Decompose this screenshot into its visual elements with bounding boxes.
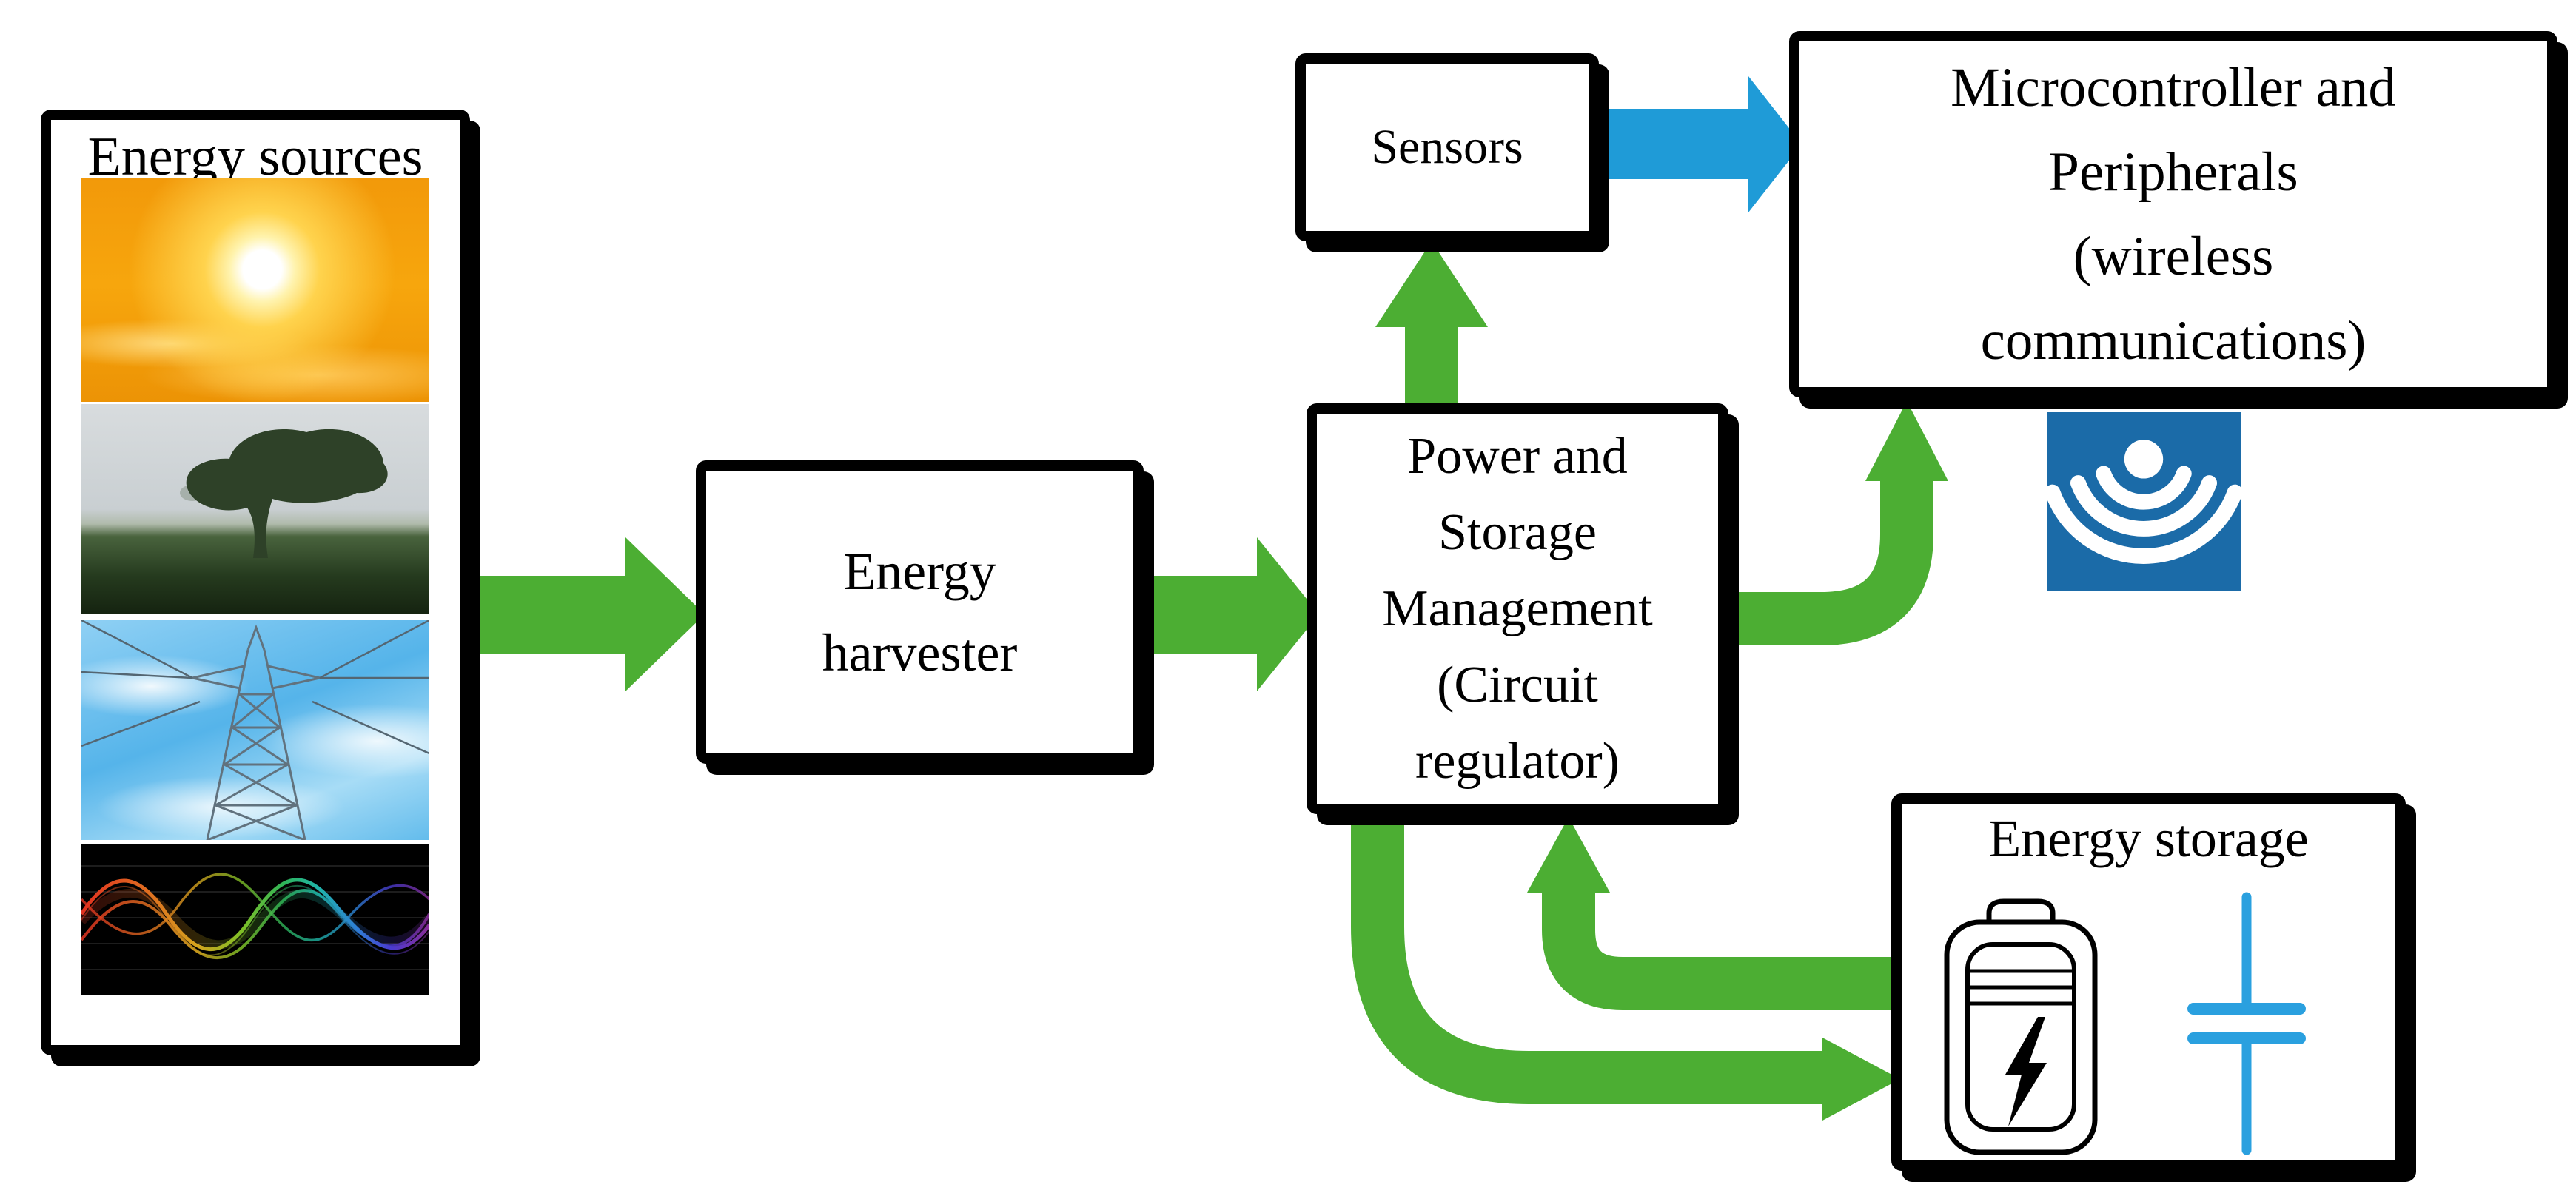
sensors-label: Sensors — [1371, 120, 1523, 174]
arrow-storage-to-power — [1527, 817, 1897, 1010]
capacitor-symbol-icon — [2187, 892, 2306, 1155]
energy-sources-box: Energy sources — [41, 110, 470, 1055]
pylon-lattice — [81, 620, 429, 840]
power-management-line4: (Circuit — [1437, 656, 1598, 713]
microcontroller-line3: (wireless — [2073, 225, 2274, 287]
wind-blown-tree-photo — [81, 404, 429, 614]
power-management-line5: regulator) — [1415, 733, 1620, 790]
arrow-power-to-storage — [1351, 813, 1900, 1121]
arrow-sensors-to-microcontroller — [1600, 76, 1802, 212]
wifi-signal-icon — [2047, 412, 2241, 591]
microcontroller-line2: Peripherals — [2048, 141, 2298, 203]
battery-charge-icon — [1944, 898, 2098, 1155]
power-storage-management-box: Power and Storage Management (Circuit re… — [1307, 403, 1728, 814]
arrow-sources-to-harvester — [472, 537, 705, 691]
wave-curves — [81, 873, 429, 959]
power-management-line2: Storage — [1438, 504, 1597, 561]
wave-gridlines — [81, 865, 429, 970]
energy-storage-box: Energy storage — [1891, 793, 2406, 1171]
wind-tree-silhouette — [186, 429, 388, 558]
power-management-line1: Power and — [1407, 428, 1628, 485]
energy-harvester-box: Energy harvester — [696, 460, 1144, 764]
solar-sun-photo — [81, 178, 429, 402]
arrow-power-to-microcontroller — [1728, 401, 1948, 645]
sensors-box: Sensors — [1295, 53, 1599, 241]
energy-sources-title: Energy sources — [87, 127, 423, 187]
energy-harvester-label-line2: harvester — [822, 623, 1018, 682]
microcontroller-box: Microcontroller and Peripherals (wireles… — [1789, 31, 2557, 397]
power-line-pylon-photo — [81, 620, 429, 840]
lightning-bolt-icon — [2005, 1017, 2047, 1126]
power-management-line3: Management — [1382, 580, 1653, 637]
energy-harvester-label-line1: Energy — [843, 542, 996, 601]
microcontroller-line1: Microcontroller and — [1951, 56, 2396, 118]
power-wires — [81, 620, 429, 755]
arrow-power-to-sensors — [1375, 241, 1488, 403]
microcontroller-line4: communications) — [1980, 309, 2367, 372]
rainbow-vibration-waves-photo — [81, 844, 429, 995]
energy-storage-title: Energy storage — [1988, 809, 2309, 868]
arrow-harvester-to-power — [1144, 537, 1319, 691]
